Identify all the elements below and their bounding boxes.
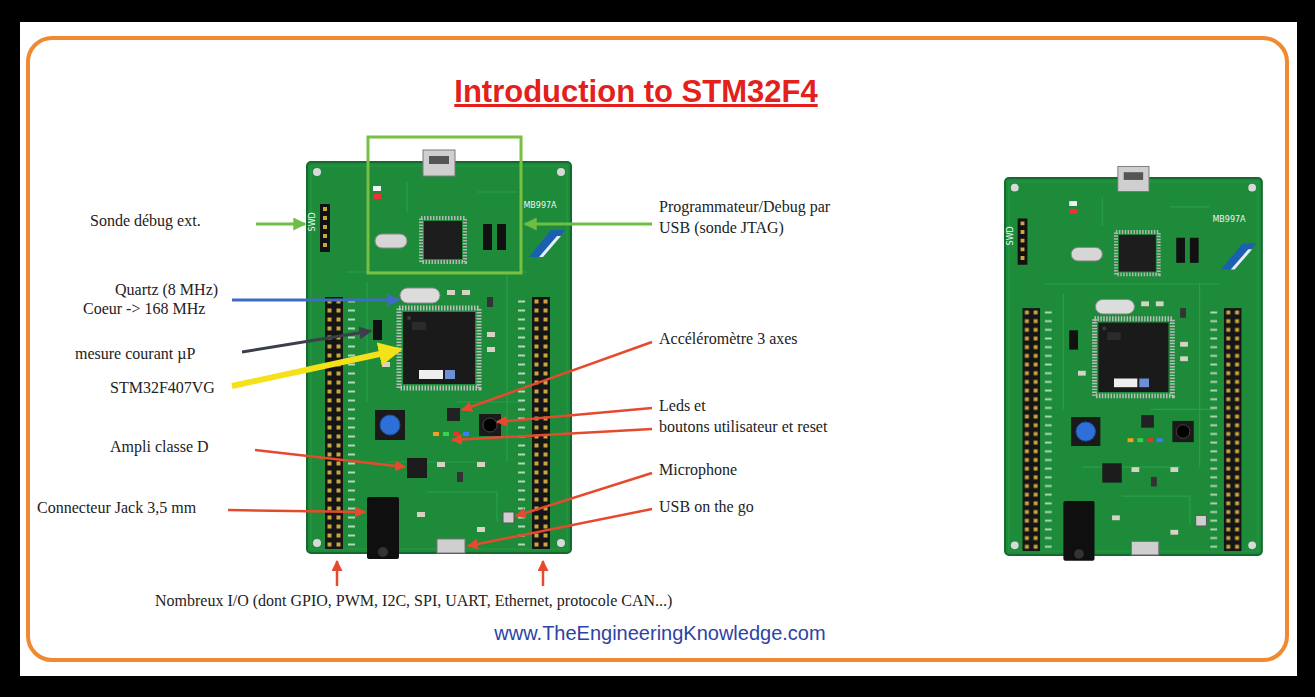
io-note: Nombreux I/O (dont GPIO, PWM, I2C, SPI, … [155,591,672,610]
callout-label: Leds et [659,396,706,415]
leader-arrow [228,510,365,512]
silkscreen-text: MB997A [523,201,556,211]
callout-label: USB (sonde JTAG) [659,218,784,237]
silkscreen-text: SWD [1006,226,1016,245]
leader-arrow [255,450,405,467]
page-ground [20,22,1297,676]
callout-label: Programmateur/Debug par [659,197,830,216]
frame-border [28,38,1287,660]
leader-arrow [525,223,652,226]
leader-arrow [497,408,652,422]
callout-label: Ampli classe D [110,437,209,456]
callout-label: Microphone [659,460,737,479]
website-url: www.TheEngineeringKnowledge.com [494,621,825,645]
leader-arrow [242,331,371,352]
leader-arrow [336,561,339,586]
silkscreen-text: MB997A [1212,215,1245,225]
callout-label: Accéléromètre 3 axes [659,329,798,348]
board-photo [307,150,571,559]
callout-label: Coeur -> 168 MHz [83,299,205,318]
callout-label: Connecteur Jack 3,5 mm [37,498,196,517]
leader-arrow [542,561,545,586]
leader-arrow [452,429,652,440]
callout-label: mesure courant µP [75,344,195,363]
leader-arrow [232,350,398,386]
leader-arrow [468,509,652,546]
leader-arrow [516,473,652,516]
leader-arrows [228,224,652,586]
callout-label: boutons utilisateur et reset [659,417,827,436]
leader-arrow [462,342,652,410]
board-photo [1005,166,1262,560]
diagram-title: Introduction to STM32F4 [454,73,817,110]
leader-arrow [232,299,399,302]
callout-label: STM32F407VG [110,378,215,397]
silkscreen-text: SWD [308,212,318,231]
callout-label: USB on the go [659,497,754,516]
leader-arrow [256,223,305,226]
callout-label: Sonde débug ext. [90,211,201,230]
highlight-box [368,137,521,273]
callout-label: Quartz (8 MHz) [115,280,218,299]
